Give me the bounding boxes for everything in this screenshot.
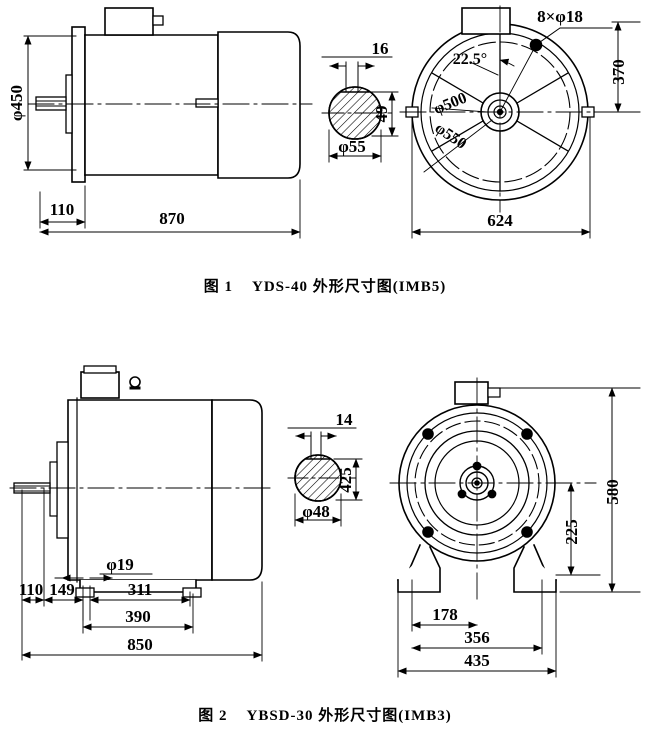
fig2-label-390: 390	[125, 607, 151, 626]
fig1-label-500: φ500	[431, 90, 469, 118]
fig2-label-178: 178	[432, 605, 458, 624]
fig2-dim-225	[555, 482, 601, 576]
fig1-end-elevation	[399, 5, 613, 213]
fig1-dim-624	[411, 117, 591, 239]
fig2-dim-850	[21, 581, 263, 662]
fig2-dim-356	[411, 579, 543, 655]
fig1-label-450: φ450	[7, 85, 26, 121]
fig2-label-850: 850	[127, 635, 153, 654]
fig1-label-holes: 8×φ18	[537, 7, 583, 26]
fig2-label-580: 580	[603, 479, 622, 505]
fig1-label-55: φ55	[338, 137, 366, 156]
fig2-dim-110-149	[21, 487, 84, 661]
fig2-label-110: 110	[19, 580, 44, 599]
fig1-label-16: 16	[372, 39, 389, 58]
fig2-label-225: 225	[562, 519, 581, 545]
fig2-end-elevation	[389, 377, 597, 601]
fig2-label-48: φ48	[302, 502, 330, 521]
fig2-label-435: 435	[464, 651, 490, 670]
fig1-shaft-section	[321, 56, 399, 163]
fig2-dim-580	[494, 387, 641, 593]
fig1-label-110: 110	[50, 200, 75, 219]
fig1-side-elevation	[27, 7, 313, 183]
figure-1-caption: 图 1 YDS-40 外形尺寸图(IMB5)	[203, 279, 447, 295]
fig2-shaft-section	[287, 427, 363, 527]
fig2-dim-311	[89, 591, 191, 607]
fig2-dim-178	[411, 579, 478, 632]
fig2-label-356: 356	[464, 628, 490, 647]
fig1-label-49: 49	[372, 106, 391, 123]
fig1-dim-110	[39, 185, 86, 229]
fig2-label-14: 14	[336, 410, 354, 429]
fig2-dim-390	[82, 593, 194, 634]
fig2-label-311: 311	[128, 580, 153, 599]
fig1-label-angle: 22.5°	[453, 51, 487, 68]
fig1-label-370: 370	[609, 59, 628, 85]
figure-2-caption: 图 2 YBSD-30 外形尺寸图(IMB3)	[198, 708, 452, 724]
fig1-dim-870	[39, 179, 301, 239]
fig2-label-19: φ19	[106, 555, 134, 574]
fig1-dim-450	[23, 35, 77, 171]
fig1-dim-370	[593, 21, 641, 113]
fig2-label-425: 425	[336, 467, 355, 493]
fig1-label-870: 870	[159, 209, 185, 228]
fig2-side-elevation	[9, 365, 275, 598]
fig1-label-624: 624	[487, 211, 513, 230]
fig2-label-149: 149	[49, 580, 75, 599]
fig2-dim-435	[397, 591, 557, 678]
